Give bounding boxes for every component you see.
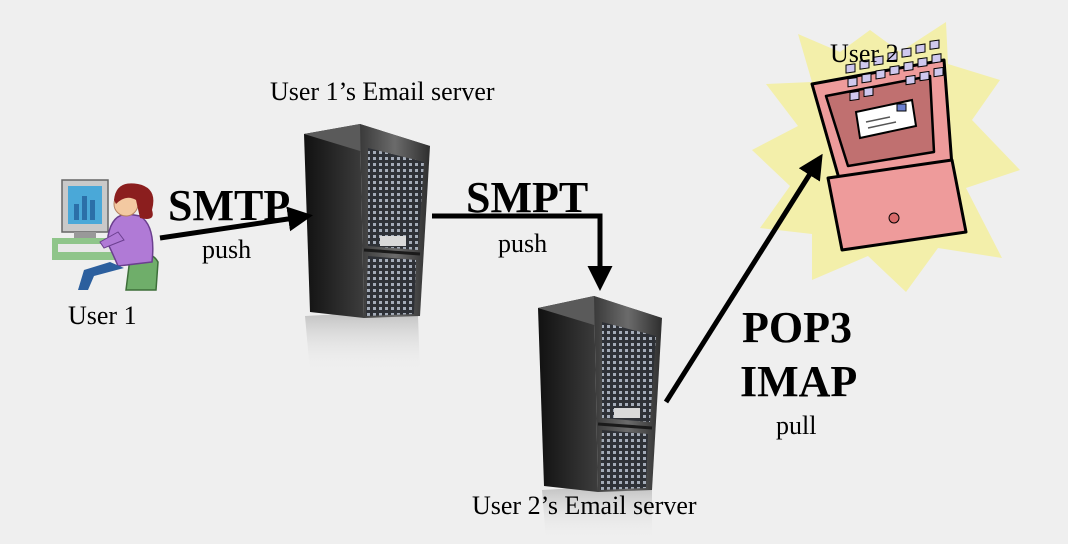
imap-protocol-label: IMAP (740, 357, 858, 406)
smtp-direction-label: push (202, 235, 252, 264)
server2-icon (538, 296, 662, 540)
pop3-protocol-label: POP3 (742, 303, 852, 352)
smpt-arrow (432, 213, 613, 291)
server1-label: User 1’s Email server (270, 77, 495, 106)
pull-direction-label: pull (776, 411, 817, 440)
user1-label: User 1 (68, 301, 137, 330)
user2-computer-icon (752, 22, 1020, 292)
smtp-arrow (159, 206, 313, 241)
smpt-direction-label: push (498, 229, 548, 258)
pop3-imap-arrow (663, 153, 823, 404)
server2-label: User 2’s Email server (472, 491, 697, 520)
smpt-protocol-label: SMPT (466, 173, 589, 222)
user1-person-icon (52, 179, 159, 291)
user2-label: User 2 (830, 39, 899, 68)
server1-icon (304, 124, 430, 372)
smtp-protocol-label: SMTP (168, 181, 291, 230)
